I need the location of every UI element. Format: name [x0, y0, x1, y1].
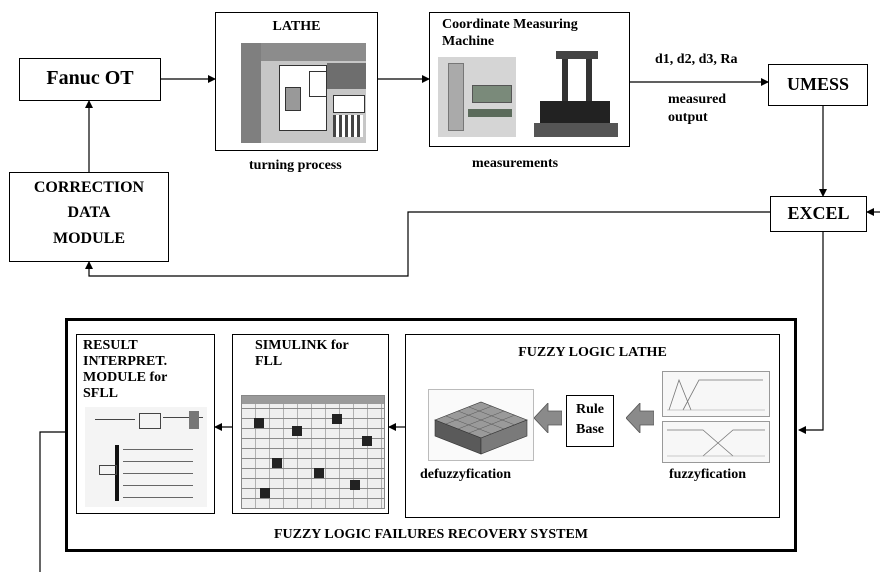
rule-base-box: Rule Base [566, 395, 614, 447]
big-arrow-fuzz-to-rule [626, 403, 654, 433]
result-line4: SFLL [83, 386, 119, 401]
cmm-screen-image [438, 57, 516, 137]
cmm-box: Coordinate Measuring Machine [429, 12, 630, 147]
correction-data-module-box: CORRECTION DATA MODULE [9, 172, 169, 262]
result-line3: MODULE for [83, 370, 168, 385]
umess-label: UMESS [786, 74, 849, 94]
umess-box: UMESS [768, 64, 868, 106]
rule-base-line2: Base [576, 422, 604, 437]
recovery-system-frame [65, 318, 797, 552]
simulink-screenshot [241, 395, 385, 509]
lathe-title: LATHE [272, 19, 321, 34]
result-module-screenshot [85, 407, 207, 507]
measured-output-line2: output [668, 110, 708, 125]
cmm-machine-image [526, 47, 622, 143]
arrow-excel-to-correction [85, 211, 770, 277]
cmm-title-line1: Coordinate Measuring [442, 17, 578, 32]
output-line [39, 431, 65, 572]
defuzzyfication-label: defuzzyfication [420, 467, 511, 482]
simulink-line1: SIMULINK for [255, 338, 349, 353]
correction-line3: MODULE [53, 230, 125, 247]
result-module-box: RESULT INTERPRET. MODULE for SFLL [76, 334, 215, 514]
fuzzyfication-label: fuzzyfication [669, 467, 746, 482]
result-line1: RESULT [83, 338, 138, 353]
simulink-line2: FLL [255, 354, 283, 369]
fuzzy-logic-lathe-title: FUZZY LOGIC LATHE [518, 345, 667, 360]
lathe-image [241, 43, 366, 143]
defuzzyfication-surface-image [428, 389, 534, 461]
arrow-excel-to-fuzzy [798, 232, 824, 434]
lathe-caption: turning process [249, 158, 342, 173]
measured-output-line1: measured [668, 92, 727, 107]
big-arrow-rule-to-defuzz [534, 403, 562, 433]
fanuc-ot-box: Fanuc OT [19, 58, 161, 101]
correction-line2: DATA [67, 204, 111, 221]
rule-base-line1: Rule [576, 402, 604, 417]
recovery-system-label: FUZZY LOGIC FAILURES RECOVERY SYSTEM [273, 527, 589, 542]
excel-label: EXCEL [787, 203, 850, 223]
cmm-title-line2: Machine [442, 34, 495, 49]
correction-line1: CORRECTION [33, 179, 145, 196]
lathe-box: LATHE [215, 12, 378, 151]
cmm-caption: measurements [472, 156, 559, 171]
result-line2: INTERPRET. [83, 354, 168, 369]
membership-plot-bottom [662, 421, 770, 463]
fuzzy-logic-lathe-box: FUZZY LOGIC LATHE Rule Base [405, 334, 780, 518]
outputs-label: d1, d2, d3, Ra [655, 52, 738, 67]
excel-box: EXCEL [770, 196, 867, 232]
simulink-box: SIMULINK for FLL [232, 334, 389, 514]
membership-plot-top [662, 371, 770, 417]
fanuc-ot-label: Fanuc OT [46, 67, 134, 89]
